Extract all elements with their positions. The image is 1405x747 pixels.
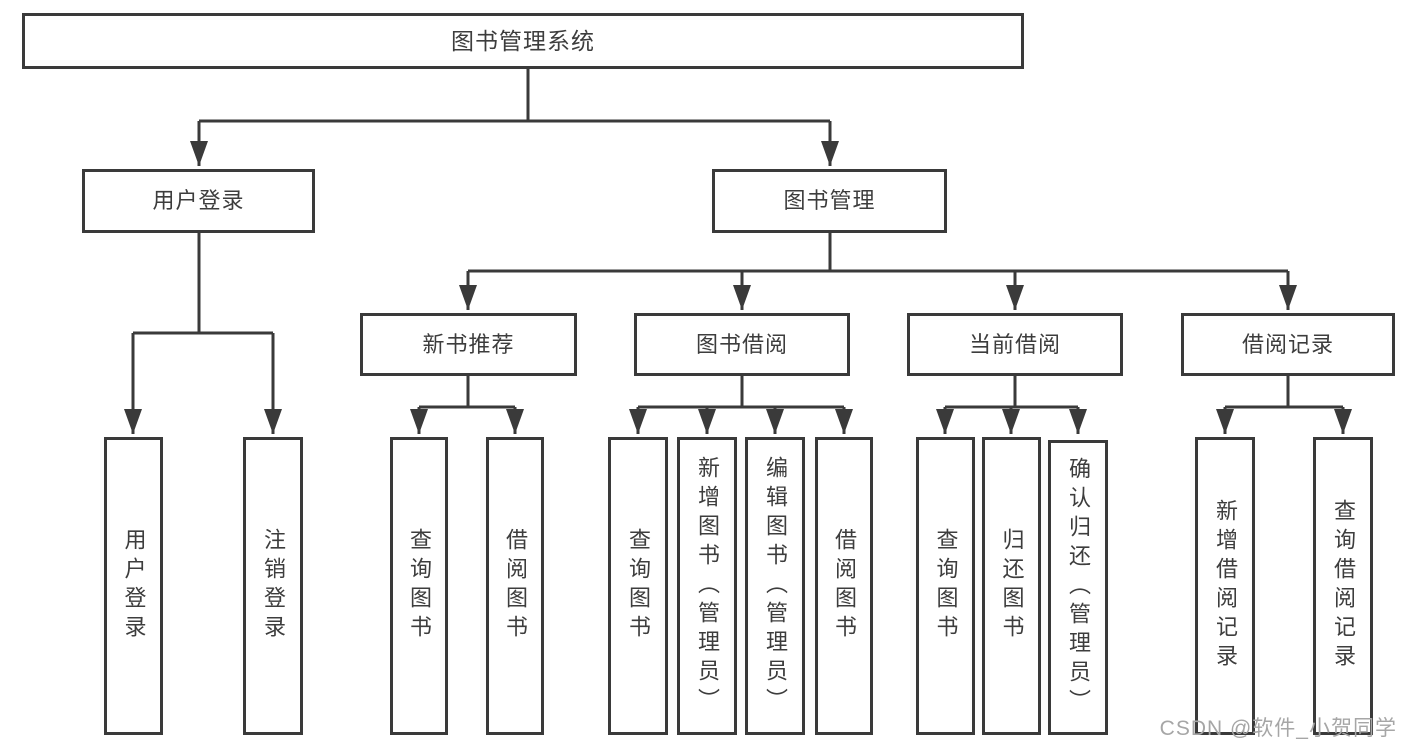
node-label: 确认归还（管理员）: [1066, 457, 1091, 718]
node-label: 当前借阅: [968, 331, 1061, 357]
node-book-management: 图书管理: [712, 169, 947, 233]
node-label: 新增借阅记录: [1213, 499, 1238, 673]
leaf-nbr-query-books: 查询图书: [390, 437, 448, 735]
leaf-bb-query-books: 查询图书: [608, 437, 668, 735]
node-new-book-recommendation: 新书推荐: [360, 313, 577, 376]
node-root: 图书管理系统: [22, 13, 1024, 69]
leaf-br-query-record: 查询借阅记录: [1313, 437, 1373, 735]
node-label: 归还图书: [999, 528, 1025, 644]
leaf-bb-edit-books-admin: 编辑图书（管理员）: [745, 437, 805, 735]
leaf-bb-add-books-admin: 新增图书（管理员）: [677, 437, 737, 735]
watermark: CSDN @软件_小贺同学: [1159, 717, 1397, 740]
node-label: 查询图书: [626, 528, 651, 644]
node-label: 查询借阅记录: [1331, 499, 1356, 673]
node-borrowing-records: 借阅记录: [1181, 313, 1395, 376]
node-label: 查询图书: [933, 528, 959, 644]
node-label: 新书推荐: [422, 331, 515, 357]
node-label: 借阅记录: [1241, 331, 1334, 357]
leaf-cb-query-books: 查询图书: [916, 437, 975, 735]
leaf-br-add-record: 新增借阅记录: [1195, 437, 1255, 735]
node-label: 新增图书（管理员）: [695, 455, 720, 717]
node-label: 用户登录: [152, 188, 245, 213]
node-label: 用户登录: [121, 528, 147, 644]
leaf-cb-confirm-return-admin: 确认归还（管理员）: [1048, 440, 1108, 735]
node-user-login: 用户登录: [82, 169, 315, 233]
node-label: 借阅图书: [832, 528, 857, 644]
node-label: 查询图书: [407, 528, 432, 644]
node-label: 图书借阅: [695, 331, 788, 357]
node-label: 借阅图书: [503, 528, 528, 644]
node-label: 图书管理: [783, 188, 876, 213]
node-book-borrowing: 图书借阅: [634, 313, 850, 376]
node-label: 编辑图书（管理员）: [763, 455, 788, 717]
leaf-logout: 注销登录: [243, 437, 303, 735]
leaf-user-login: 用户登录: [104, 437, 163, 735]
node-current-borrowing: 当前借阅: [907, 313, 1123, 376]
leaf-bb-borrow-books: 借阅图书: [815, 437, 873, 735]
node-label: 图书管理系统: [451, 27, 595, 54]
leaf-cb-return-books: 归还图书: [982, 437, 1041, 735]
leaf-nbr-borrow-books: 借阅图书: [486, 437, 544, 735]
node-label: 注销登录: [261, 528, 286, 644]
